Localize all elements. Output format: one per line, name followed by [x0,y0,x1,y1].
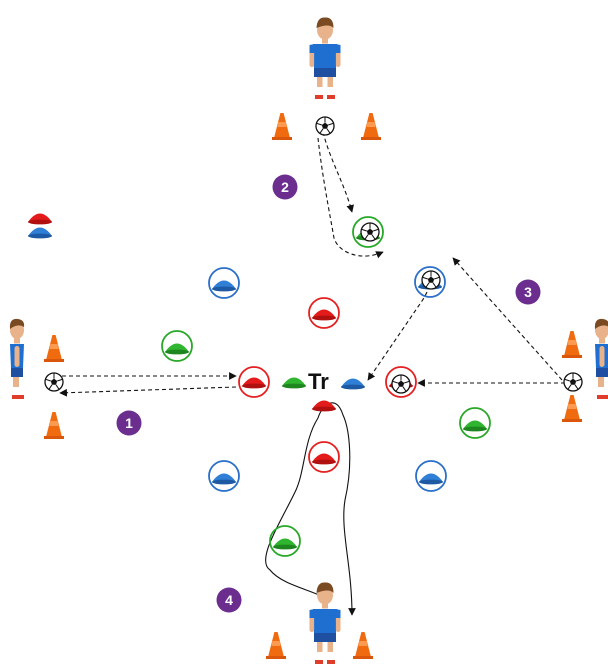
disc-red-icon [312,400,336,412]
disc-green-icon [273,538,297,550]
station-rings [161,216,491,557]
disc-green-icon [165,343,189,355]
ring-red-upper-center [308,297,340,329]
soccer-ball-icon [563,372,583,392]
player-left-icon [9,318,25,399]
number-badge-icon [515,279,541,305]
soccer-ball-icon [421,270,441,290]
ring-red-right-station [385,366,417,398]
disc-red-icon [312,309,336,321]
balls [44,116,583,394]
cone-icon [44,412,64,439]
ring-red-left-station [238,366,270,398]
cone-icon [272,113,292,140]
number-badge-icon [116,410,142,436]
dribble-arrow-2a [322,131,354,213]
cone-icon [562,395,582,422]
movement-paths [59,131,565,616]
pass-arrow-3a [452,257,563,381]
disc-green-icon [282,377,306,389]
soccer-ball-icon [315,116,335,136]
disc-blue-icon [341,378,365,390]
number-badge-label: 2 [281,179,289,195]
disc-markers [28,213,487,550]
number-badge-icon [272,174,298,200]
players [9,17,608,664]
disc-red-icon [312,453,336,465]
number-badge-label: 3 [524,284,532,300]
ring-blue-lower-left [208,460,240,492]
player-right-icon [594,318,608,399]
number-badge-label: 4 [225,592,233,608]
pass-arrow-3b [367,291,428,381]
ring-green-top-station [352,216,384,248]
number-badge-2: 2 [272,174,298,200]
soccer-ball-icon [360,222,380,242]
cone-icon [44,335,64,362]
disc-blue-icon [212,280,236,292]
number-badge-icon [216,587,242,613]
dribble-curve-4 [265,402,356,616]
number-badge-4: 4 [216,587,242,613]
cone-icon [353,632,373,659]
cone-icon [562,331,582,358]
disc-blue-icon [212,473,236,485]
ring-blue-lower-right [415,460,447,492]
cone-icon [266,632,286,659]
number-badge-3: 3 [515,279,541,305]
ring-green-right [459,407,491,439]
ring-blue-upper-left [208,267,240,299]
disc-red-icon [28,213,52,225]
pass-arrow-1-back [59,386,237,397]
ring-red-lower-center [308,441,340,473]
number-badge-1: 1 [116,410,142,436]
soccer-ball-icon [44,372,64,392]
ring-blue-right-station [414,266,446,298]
player-bottom-icon [309,582,341,664]
disc-green-icon [463,420,487,432]
player-top-icon [309,17,341,100]
disc-blue-icon [28,227,52,239]
trainer-label: Tr [308,369,329,394]
disc-red-icon [242,377,266,389]
soccer-ball-icon [391,374,411,394]
ring-green-left [161,330,193,362]
number-badge-label: 1 [125,415,133,431]
dribble-arrow-2b [317,137,384,259]
disc-blue-icon [419,473,443,485]
ring-green-lower [269,525,301,557]
cone-icon [361,113,381,140]
